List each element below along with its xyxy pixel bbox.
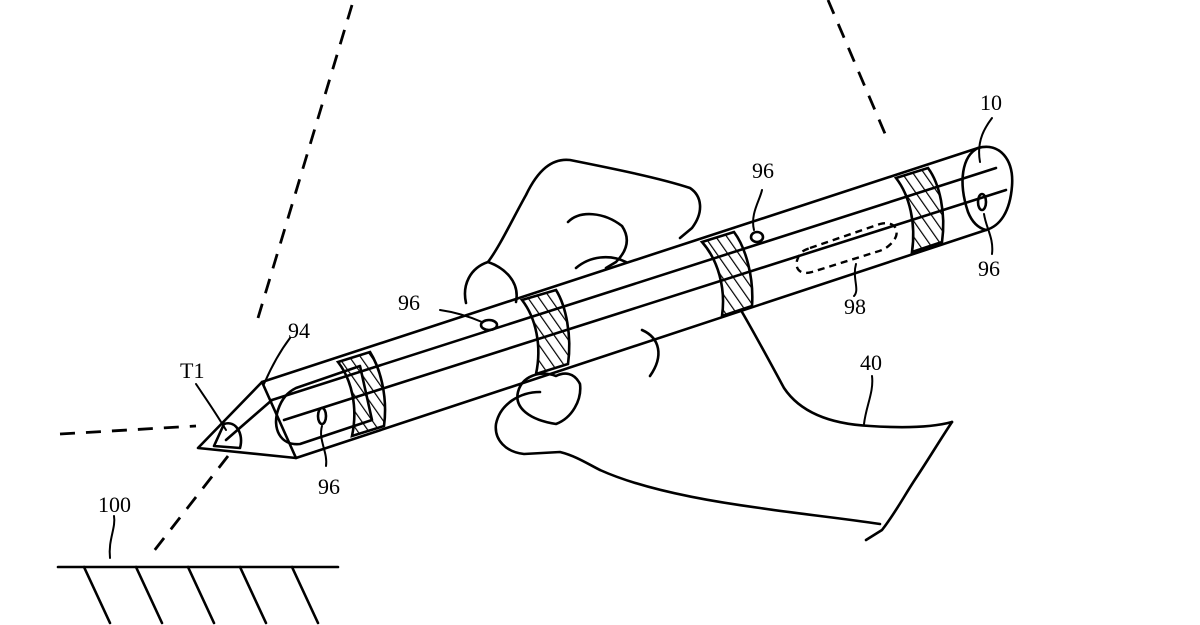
leader-96-upper-left [439,309,483,323]
hand-back-contour [574,255,628,270]
leader-10 [978,117,993,163]
fov-line-horizontal [59,424,197,436]
label-hand: 40 [860,350,882,375]
label-sensor-96-grip: 96 [318,474,340,499]
stylus [196,145,1014,460]
stylus-band-3 [699,230,754,318]
fov-line-down [148,455,230,557]
hand-wrist-cuff [864,420,954,542]
stylus-facet [282,188,1008,422]
surface-hatch [82,565,112,625]
stylus-cone [196,380,298,460]
label-sensor-96-upper-left: 96 [398,290,420,315]
label-sensor-96-upper-right: 96 [752,158,774,183]
label-sensor-96-end: 96 [978,256,1000,281]
leader-40 [863,375,874,425]
leader-T1 [195,383,227,431]
hand-palm-inner [640,328,660,378]
stylus-grip-slot [274,364,374,446]
leader-96-grip [320,425,328,467]
surface-hatch [134,565,164,625]
touch-sensor-98 [795,222,898,275]
sensor-96-grip [316,406,328,426]
stylus-end-cap [961,146,988,232]
tip-sensor-94 [212,422,243,450]
field-of-view-lines [59,0,888,557]
stylus-band-2 [519,288,571,376]
hand-thumb [516,372,582,426]
reference-labels: 10 40 94 T1 100 98 96 96 96 96 [98,90,1002,517]
surface-hatch [290,565,320,625]
hand-index-finger [463,158,702,305]
label-touch-sensor: 98 [844,294,866,319]
stylus-body [260,145,1014,460]
stylus-flat-edge [270,166,998,402]
hand-front [494,310,954,542]
hand-middle-finger [566,212,629,270]
fov-line-left-upper [256,4,354,319]
surface-hatch [238,565,268,625]
sensor-96-upper-right [749,230,765,244]
hand-lower-fingers [494,390,602,472]
sensor-96-end [976,192,988,212]
hand-back [463,158,702,305]
stylus-cone-ridge [224,398,274,442]
label-tip-point: T1 [180,358,204,383]
leader-94 [263,337,291,385]
sensor-96-upper-left [479,318,499,332]
surface-hatch [186,565,216,625]
label-tip-sensor: 94 [288,318,310,343]
label-surface: 100 [98,492,131,517]
leader-lines [108,117,994,559]
leader-96-upper-right [752,189,763,231]
leader-98 [853,263,858,297]
leader-96-end [983,213,994,255]
hand-wrist-bottom [598,468,882,526]
stylus-band-4 [893,166,945,254]
fov-line-right-upper [826,0,888,137]
hand-index-knuckle [486,260,518,304]
leader-100 [108,515,116,559]
surface [56,565,340,625]
label-stylus: 10 [980,90,1002,115]
hand-palm-top [740,310,954,429]
stylus-band-1 [335,350,387,438]
